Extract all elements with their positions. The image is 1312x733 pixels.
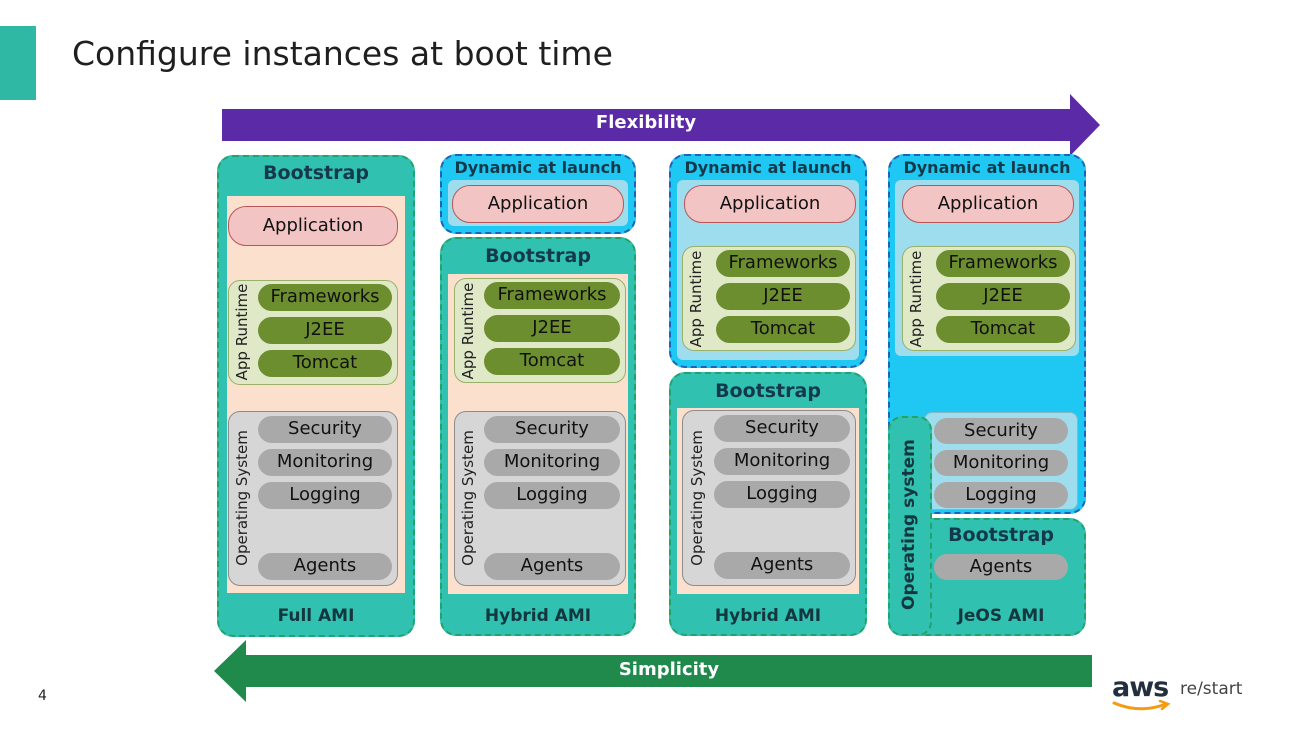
monitoring-chip: Monitoring — [714, 448, 850, 475]
operating-system-label: Operating system — [899, 439, 919, 610]
j2ee-chip: J2EE — [716, 283, 850, 310]
operating-system-label: Operating System — [233, 430, 251, 566]
page-title: Configure instances at boot time — [72, 34, 613, 73]
security-chip: Security — [714, 415, 850, 442]
j2ee-chip: J2EE — [484, 315, 620, 342]
column-name: Hybrid AMI — [714, 606, 822, 626]
frameworks-chip: Frameworks — [936, 250, 1070, 277]
application-box: Application — [684, 185, 856, 223]
monitoring-chip: Monitoring — [484, 449, 620, 476]
aws-logo-text: aws — [1112, 672, 1169, 703]
tomcat-chip: Tomcat — [484, 348, 620, 375]
bootstrap-header: Bootstrap — [485, 245, 591, 267]
security-chip: Security — [484, 416, 620, 443]
monitoring-chip: Monitoring — [258, 449, 392, 476]
flexibility-arrow — [222, 94, 1100, 156]
bootstrap-header: Bootstrap — [715, 380, 821, 402]
dynamic-at-launch-header: Dynamic at launch — [684, 158, 852, 177]
bootstrap-header: Bootstrap — [263, 162, 369, 184]
bootstrap-header: Bootstrap — [948, 524, 1054, 546]
operating-system-label: Operating System — [688, 430, 706, 566]
app-runtime-label: App Runtime — [687, 250, 705, 348]
page-number: 4 — [38, 688, 47, 704]
frameworks-chip: Frameworks — [258, 284, 392, 311]
j2ee-chip: J2EE — [936, 283, 1070, 310]
security-chip: Security — [934, 418, 1068, 444]
logging-chip: Logging — [258, 482, 392, 509]
frameworks-chip: Frameworks — [716, 250, 850, 277]
accent-bar — [0, 26, 36, 100]
agents-chip: Agents — [258, 553, 392, 580]
application-box: Application — [902, 185, 1074, 223]
restart-logo-text: re/start — [1180, 679, 1243, 699]
column-name: Full AMI — [277, 606, 355, 626]
dynamic-at-launch-header: Dynamic at launch — [454, 158, 622, 177]
aws-smile-icon — [1112, 700, 1171, 711]
flexibility-label: Flexibility — [595, 112, 697, 133]
agents-chip: Agents — [714, 552, 850, 579]
frameworks-chip: Frameworks — [484, 282, 620, 309]
security-chip: Security — [258, 416, 392, 443]
application-box: Application — [452, 185, 624, 223]
simplicity-label: Simplicity — [618, 659, 720, 680]
tomcat-chip: Tomcat — [258, 350, 392, 377]
monitoring-chip: Monitoring — [934, 450, 1068, 476]
dynamic-at-launch-header: Dynamic at launch — [903, 158, 1071, 177]
logging-chip: Logging — [714, 481, 850, 508]
app-runtime-label: App Runtime — [907, 250, 925, 348]
logging-chip: Logging — [484, 482, 620, 509]
j2ee-chip: J2EE — [258, 317, 392, 344]
column-name: JeOS AMI — [957, 606, 1045, 626]
agents-chip: Agents — [934, 554, 1068, 580]
app-runtime-label: App Runtime — [233, 283, 251, 381]
logging-chip: Logging — [934, 482, 1068, 508]
simplicity-arrow — [214, 640, 1092, 702]
column-name: Hybrid AMI — [484, 606, 592, 626]
agents-chip: Agents — [484, 553, 620, 580]
app-runtime-label: App Runtime — [459, 282, 477, 380]
operating-system-label: Operating System — [459, 430, 477, 566]
operating-system-strip — [888, 416, 932, 636]
tomcat-chip: Tomcat — [716, 316, 850, 343]
tomcat-chip: Tomcat — [936, 316, 1070, 343]
application-box: Application — [228, 206, 398, 246]
